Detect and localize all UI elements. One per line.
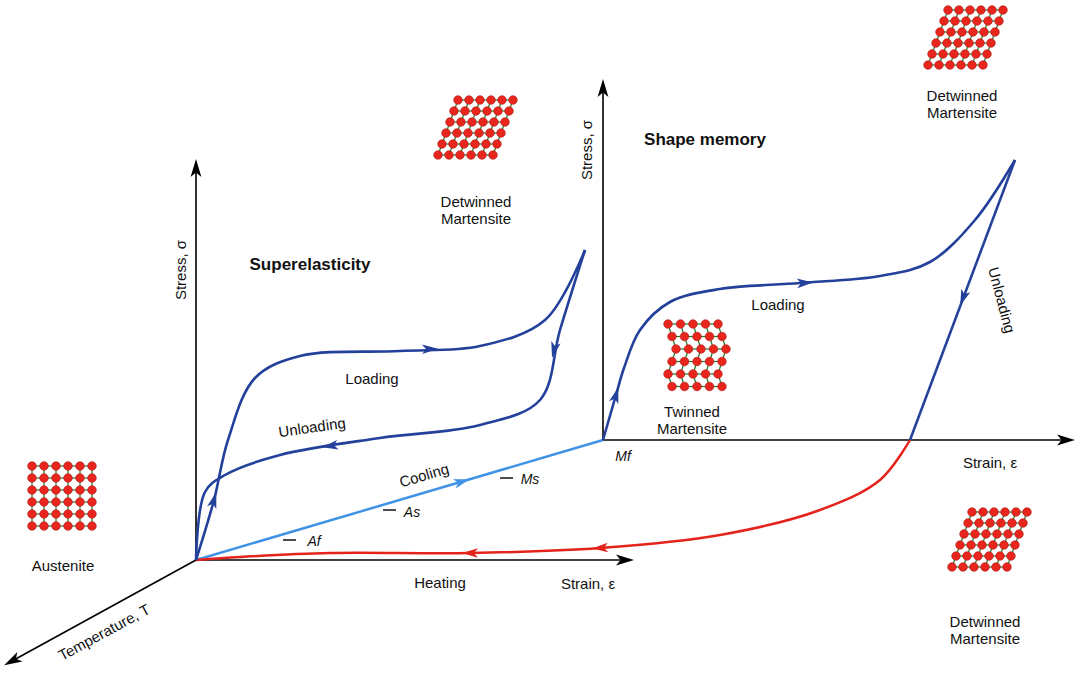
axis-label: Temperature, T bbox=[55, 600, 152, 663]
path-label: Unloading bbox=[277, 414, 346, 440]
arrow-head bbox=[321, 440, 338, 452]
temperature-mark: Ms bbox=[521, 471, 540, 488]
phase-label: Austenite bbox=[32, 557, 95, 574]
curve-line bbox=[196, 250, 585, 560]
path-label: Loading bbox=[751, 296, 804, 313]
phase-label: Detwinned Martensite bbox=[428, 193, 524, 227]
lattice-picture bbox=[948, 508, 1032, 572]
arrow-head bbox=[616, 555, 634, 566]
curve-line bbox=[196, 440, 910, 560]
path-label: Loading bbox=[345, 370, 398, 387]
curve-line bbox=[603, 160, 1015, 440]
axis-label: Stress, σ bbox=[172, 240, 189, 300]
curve-line bbox=[602, 88, 604, 440]
path-label: Cooling bbox=[397, 460, 451, 491]
curve-line bbox=[283, 539, 296, 540]
temperature-mark: Af bbox=[307, 533, 320, 550]
arrow-head bbox=[797, 278, 813, 288]
path-label: Heating bbox=[414, 574, 466, 591]
lattice-picture bbox=[434, 96, 518, 160]
panel-title: Shape memory bbox=[644, 130, 766, 150]
arrow-head bbox=[207, 491, 221, 509]
arrow-head bbox=[462, 548, 478, 558]
curve-line bbox=[383, 509, 396, 510]
arrow-head bbox=[598, 79, 609, 97]
curve-line bbox=[195, 168, 197, 560]
curve-line bbox=[500, 477, 513, 478]
lattice-picture bbox=[664, 320, 731, 391]
arrow-head bbox=[592, 543, 609, 554]
phase-label: Detwinned Martensite bbox=[914, 87, 1010, 121]
path-label: Unloading bbox=[985, 265, 1019, 335]
temperature-mark: Mf bbox=[615, 448, 631, 465]
arrow-head bbox=[547, 341, 560, 359]
axis-label: Strain, ε bbox=[561, 575, 615, 592]
phase-label: Twinned Martensite bbox=[644, 403, 740, 437]
panel-title: Superelasticity bbox=[250, 255, 371, 275]
curve-line bbox=[12, 560, 196, 661]
arrow-head bbox=[609, 386, 623, 404]
curve-line bbox=[196, 440, 603, 560]
arrow-head bbox=[2, 652, 23, 670]
phase-label: Detwinned Martensite bbox=[937, 613, 1033, 647]
lattice-picture bbox=[924, 6, 1008, 70]
arrow-head bbox=[422, 344, 438, 354]
axis-label: Stress, σ bbox=[578, 120, 595, 180]
arrow-head bbox=[191, 159, 202, 177]
arrow-head bbox=[956, 289, 971, 307]
axis-label: Strain, ε bbox=[963, 454, 1017, 471]
curve-line bbox=[603, 439, 1066, 441]
arrow-head bbox=[453, 475, 471, 489]
lattice-picture bbox=[28, 462, 97, 531]
curve-line bbox=[196, 250, 585, 560]
curve-line bbox=[196, 559, 625, 561]
arrow-head bbox=[1057, 435, 1075, 446]
temperature-mark: As bbox=[404, 504, 420, 521]
